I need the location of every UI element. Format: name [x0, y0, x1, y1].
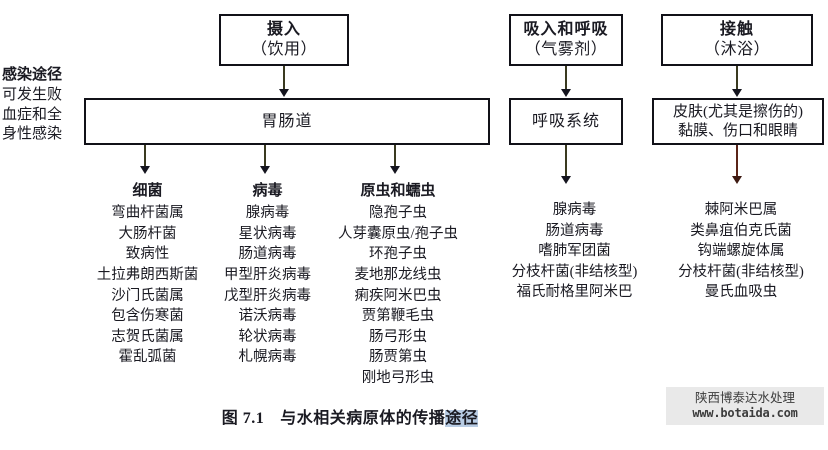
- figure-caption-number: 图 7.1: [221, 410, 265, 427]
- pathogen-item: 星状病毒: [238, 225, 297, 242]
- connector-skin-to-pathogens: [736, 145, 738, 177]
- pathogen-item: 腺病毒: [245, 205, 290, 222]
- pathogen-column-protozoa: 原虫和蠕虫 隐孢子虫 人芽囊原虫/孢子虫 环孢子虫 麦地那龙线虫 痢疾阿米巴虫 …: [318, 181, 478, 389]
- target-gastrointestinal-label: 胃肠道: [261, 112, 313, 130]
- pathogen-item: 致病性: [125, 246, 170, 263]
- route-ingestion-title: 摄入: [266, 21, 301, 39]
- arrowhead-resp-to-pathogens: [561, 176, 571, 184]
- pathogen-item: 嗜肺军团菌: [538, 243, 611, 260]
- route-inhalation-subtitle: （气雾剂）: [524, 41, 608, 58]
- target-box-skin: 皮肤(尤其是擦伤的) 黏膜、伤口和眼睛: [652, 98, 824, 145]
- pathogen-column-respiratory: 腺病毒 肠道病毒 嗜肺军团菌 分枝杆菌(非结核型) 福氏耐格里阿米巴: [497, 200, 652, 303]
- arrowhead-inhalation-to-resp: [561, 89, 571, 97]
- pathogen-item: 沙门氏菌属: [111, 287, 184, 304]
- figure-caption: 图 7.1 与水相关病原体的传播途径: [0, 404, 700, 428]
- pathogen-item: 戊型肝炎病毒: [224, 287, 311, 304]
- arrowhead-skin-to-pathogens: [732, 176, 742, 184]
- pathogen-item: 麦地那龙线虫: [354, 267, 442, 284]
- pathogen-item: 环孢子虫: [369, 246, 427, 263]
- pathogen-column-skin: 棘阿米巴属 类鼻疽伯克氏菌 钩端螺旋体属 分枝杆菌(非结核型) 曼氏血吸虫: [655, 200, 827, 303]
- pathogen-item: 曼氏血吸虫: [704, 284, 778, 301]
- connector-inhalation-to-resp: [565, 66, 567, 90]
- pathogen-item: 刚地弓形虫: [361, 369, 435, 386]
- watermark-url: www.botaida.com: [692, 406, 798, 420]
- route-contact-subtitle: （沐浴）: [703, 41, 770, 58]
- pathogen-item: 大肠杆菌: [118, 225, 177, 242]
- watermark-company: 陕西博泰达水处理: [694, 391, 795, 405]
- pathogen-column-virus-header: 病毒: [252, 183, 283, 199]
- target-skin-label-line-1: 皮肤(尤其是擦伤的): [673, 104, 803, 121]
- route-contact-title: 接触: [719, 21, 754, 39]
- pathogen-item: 类鼻疽伯克氏菌: [690, 222, 792, 239]
- pathogen-item: 诺沃病毒: [238, 308, 297, 325]
- pathogen-item: 分枝杆菌(非结核型): [678, 263, 804, 280]
- arrowhead-gi-to-bacteria: [140, 166, 150, 174]
- connector-gi-to-virus: [264, 145, 266, 167]
- pathogen-item: 福氏耐格里阿米巴: [516, 284, 633, 301]
- infection-route-line-1: 可发生败: [2, 86, 63, 103]
- pathogen-item: 肠道病毒: [545, 222, 604, 239]
- pathogen-column-virus: 病毒 腺病毒 星状病毒 肠道病毒 甲型肝炎病毒 戊型肝炎病毒 诺沃病毒 轮状病毒…: [210, 181, 325, 368]
- pathogen-item: 人芽囊原虫/孢子虫: [337, 225, 459, 242]
- pathogen-item: 轮状病毒: [238, 328, 297, 345]
- target-box-gastrointestinal: 胃肠道: [84, 98, 490, 145]
- infection-route-label: 感染途径 可发生败 血症和全 身性感染: [2, 66, 82, 145]
- pathogen-item: 腺病毒: [552, 202, 597, 218]
- connector-resp-to-pathogens: [565, 145, 567, 177]
- route-box-contact: 接触 （沐浴）: [661, 14, 813, 66]
- pathogen-item: 贾第鞭毛虫: [361, 308, 435, 325]
- pathogen-item: 分枝杆菌(非结核型): [511, 263, 638, 280]
- pathogen-column-protozoa-header: 原虫和蠕虫: [360, 183, 436, 199]
- route-box-inhalation: 吸入和呼吸 （气雾剂）: [509, 14, 623, 66]
- pathogen-item: 甲型肝炎病毒: [224, 267, 311, 284]
- route-ingestion-subtitle: （饮用）: [250, 41, 317, 58]
- figure-caption-selected-text: 途径: [445, 410, 479, 427]
- target-respiratory-label: 呼吸系统: [531, 112, 600, 130]
- pathogen-item: 包含伤寒菌: [111, 308, 184, 325]
- target-box-respiratory: 呼吸系统: [509, 98, 623, 145]
- pathogen-item: 札幌病毒: [238, 349, 297, 366]
- pathogen-column-bacteria: 细菌 弯曲杆菌属 大肠杆菌 致病性 土拉弗朗西斯菌 沙门氏菌属 包含伤寒菌 志贺…: [85, 181, 210, 368]
- connector-ingestion-to-gi: [283, 66, 285, 90]
- arrowhead-ingestion-to-gi: [279, 89, 289, 97]
- pathogen-item: 肠道病毒: [238, 246, 297, 263]
- pathogen-item: 痢疾阿米巴虫: [354, 287, 442, 304]
- arrowhead-contact-to-skin: [732, 89, 742, 97]
- route-inhalation-title: 吸入和呼吸: [523, 21, 609, 39]
- pathogen-column-bacteria-header: 细菌: [132, 183, 163, 199]
- pathogen-item: 棘阿米巴属: [704, 202, 778, 218]
- connector-contact-to-skin: [736, 66, 738, 90]
- route-box-ingestion: 摄入 （饮用）: [219, 14, 349, 66]
- pathogen-item: 霍乱弧菌: [118, 349, 177, 366]
- pathogen-item: 肠贾第虫: [369, 349, 427, 366]
- pathogen-item: 隐孢子虫: [369, 205, 427, 222]
- pathogen-item: 弯曲杆菌属: [111, 205, 184, 222]
- arrowhead-gi-to-protozoa: [390, 166, 400, 174]
- arrowhead-gi-to-virus: [260, 166, 270, 174]
- pathogen-item: 土拉弗朗西斯菌: [96, 267, 199, 284]
- target-skin-label-line-2: 黏膜、伤口和眼睛: [677, 122, 798, 139]
- watermark: 陕西博泰达水处理 www.botaida.com: [666, 387, 824, 426]
- connector-gi-to-bacteria: [144, 145, 146, 167]
- infection-route-heading: 感染途径: [2, 67, 63, 83]
- infection-route-line-3: 身性感染: [2, 126, 63, 143]
- figure-caption-text: 与水相关病原体的传播: [280, 410, 446, 427]
- connector-gi-to-protozoa: [394, 145, 396, 167]
- pathogen-item: 肠弓形虫: [369, 328, 427, 345]
- infection-route-line-2: 血症和全: [2, 106, 63, 123]
- pathogen-item: 志贺氏菌属: [111, 328, 184, 345]
- pathogen-item: 钩端螺旋体属: [697, 243, 785, 260]
